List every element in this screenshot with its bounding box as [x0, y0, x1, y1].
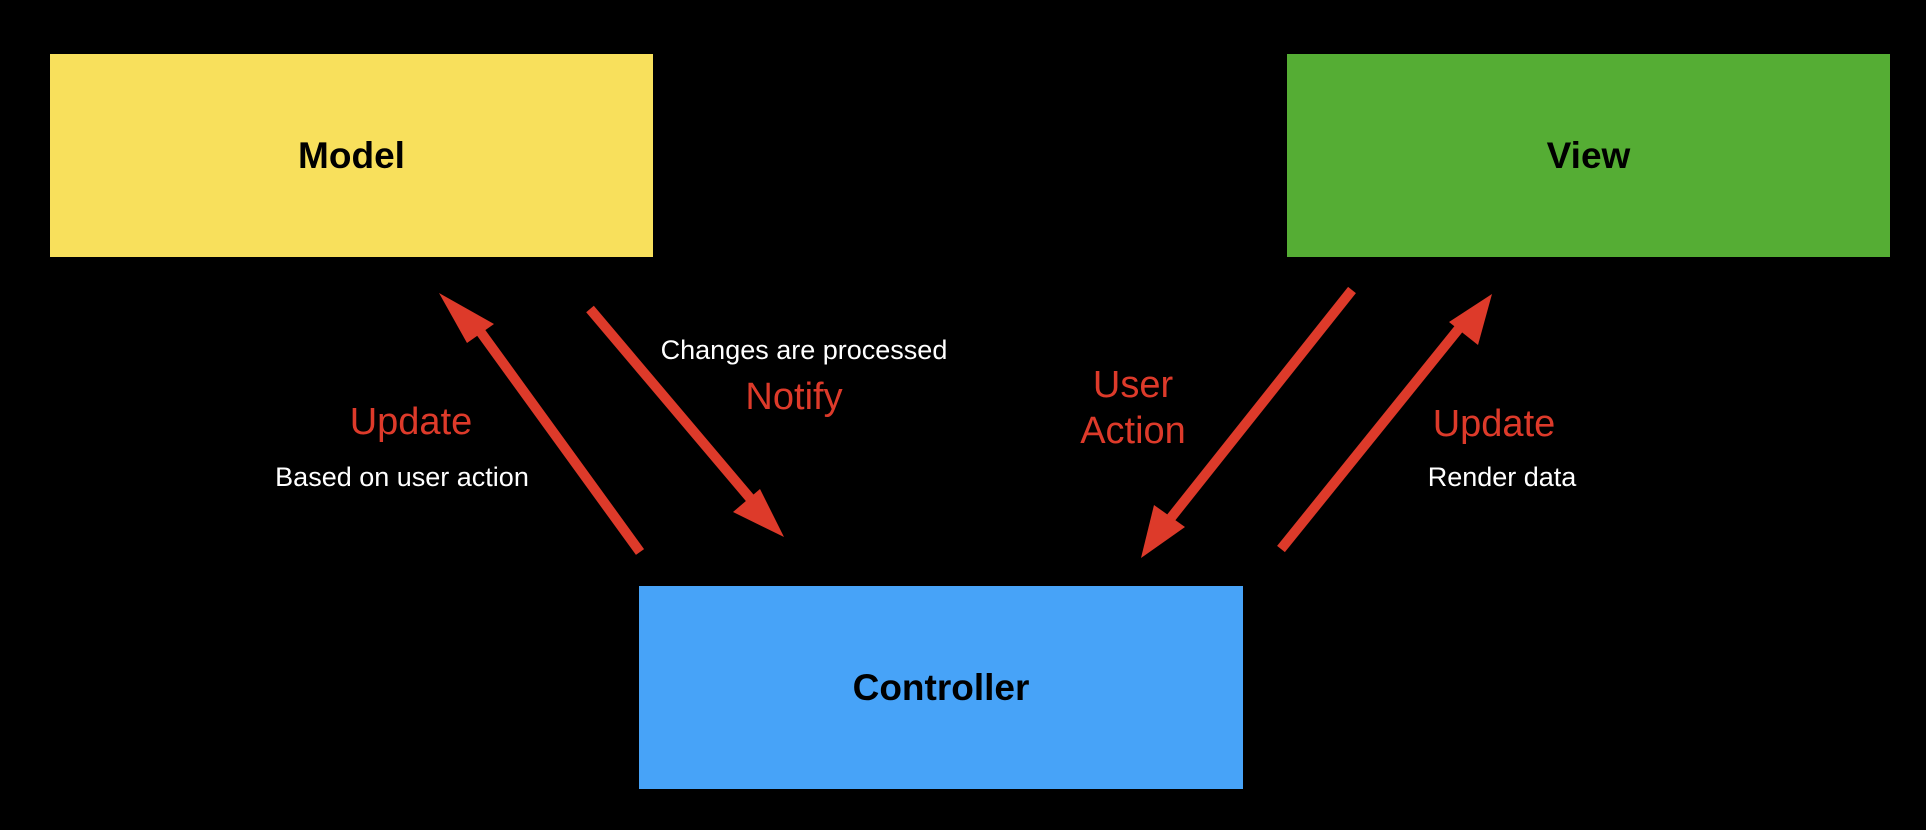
- view-box: View: [1287, 54, 1890, 257]
- controller-label: Controller: [852, 666, 1030, 708]
- notify-label: Notify: [745, 376, 843, 418]
- user-action-label-line1: User: [1092, 364, 1174, 406]
- user-action-label: User Action: [1080, 363, 1186, 454]
- arrow-controller-to-view: [1277, 294, 1492, 553]
- arrow-view-to-controller: [1141, 286, 1356, 558]
- render-data-description: Render data: [1427, 462, 1577, 492]
- update-model-label: Update: [349, 401, 473, 443]
- notify-description: Changes are processed: [660, 335, 948, 365]
- model-label: Model: [298, 134, 405, 176]
- user-action-label-line2: Action: [1080, 409, 1186, 452]
- model-box: Model: [50, 54, 653, 257]
- view-label: View: [1546, 134, 1631, 176]
- update-model-description: Based on user action: [275, 462, 529, 492]
- arrow-model-to-controller: [586, 305, 784, 537]
- arrow-controller-to-model: [439, 293, 645, 555]
- update-view-label: Update: [1432, 403, 1556, 445]
- controller-box: Controller: [639, 586, 1243, 789]
